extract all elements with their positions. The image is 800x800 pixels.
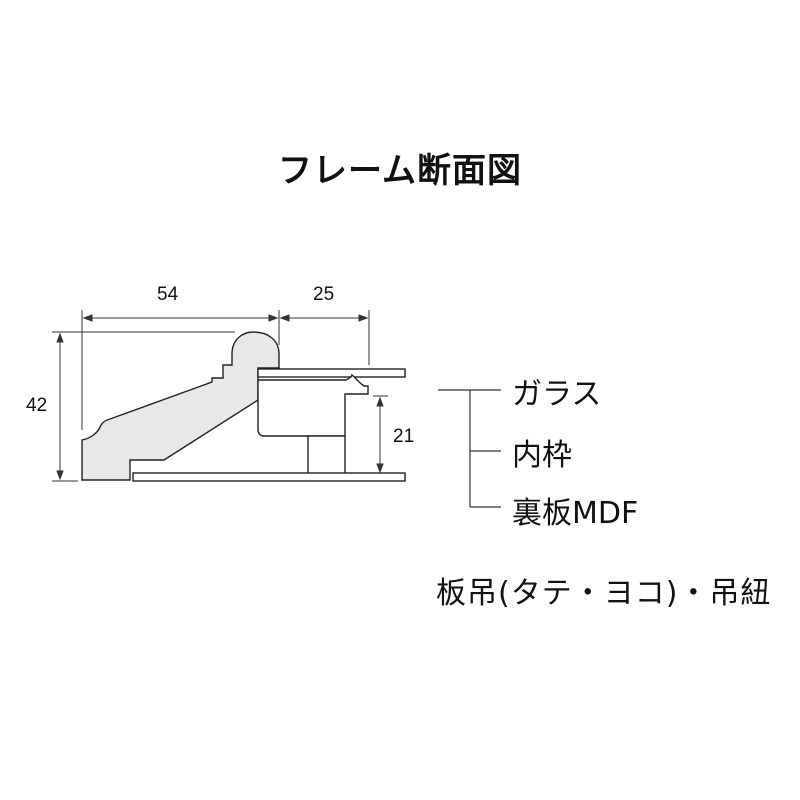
moulding-profile [81, 331, 280, 481]
dimension-21: 21 [393, 426, 415, 447]
part-label-inner-frame: 内枠 [512, 438, 572, 473]
inner-frame-stem [307, 435, 346, 475]
glass-pane [257, 368, 406, 378]
label-leader-bracket [438, 389, 501, 508]
backing-board-mdf [132, 472, 406, 482]
part-label-glass: ガラス [512, 377, 602, 412]
part-label-backing-board: 裏板MDF [512, 496, 639, 531]
diagram-title: フレーム断面図 [278, 151, 522, 191]
dimension-25: 25 [313, 284, 335, 305]
dimension-42: 42 [26, 395, 48, 416]
dimension-54: 54 [157, 284, 179, 305]
inner-frame [257, 373, 369, 437]
hanging-hardware-note: 板吊(タテ・ヨコ)・吊紐 [436, 576, 772, 611]
